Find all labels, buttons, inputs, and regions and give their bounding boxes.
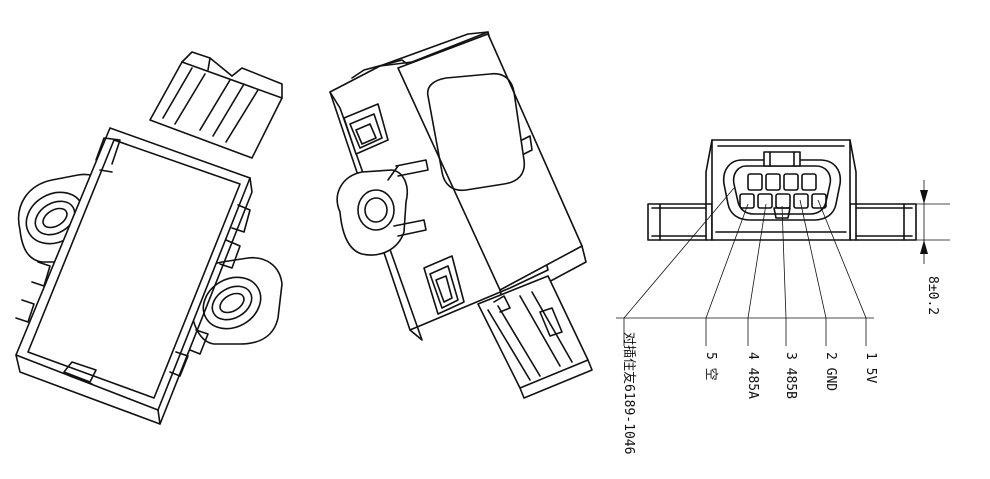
isometric-view-side: [329, 31, 593, 399]
mating-connector-label: 对插住友6189-1046: [621, 332, 637, 454]
pin1-label: 1 5V: [863, 352, 878, 383]
isometric-view-top: [15, 51, 283, 425]
pin2-label: 2 GND: [823, 352, 838, 391]
pin5-label: 5 空: [703, 352, 718, 381]
pin4-label: 4 485A: [745, 352, 760, 399]
connector-front-view: [616, 139, 950, 346]
height-dimension-label: 8±0.2: [925, 276, 940, 315]
pin3-label: 3 485B: [783, 352, 798, 399]
